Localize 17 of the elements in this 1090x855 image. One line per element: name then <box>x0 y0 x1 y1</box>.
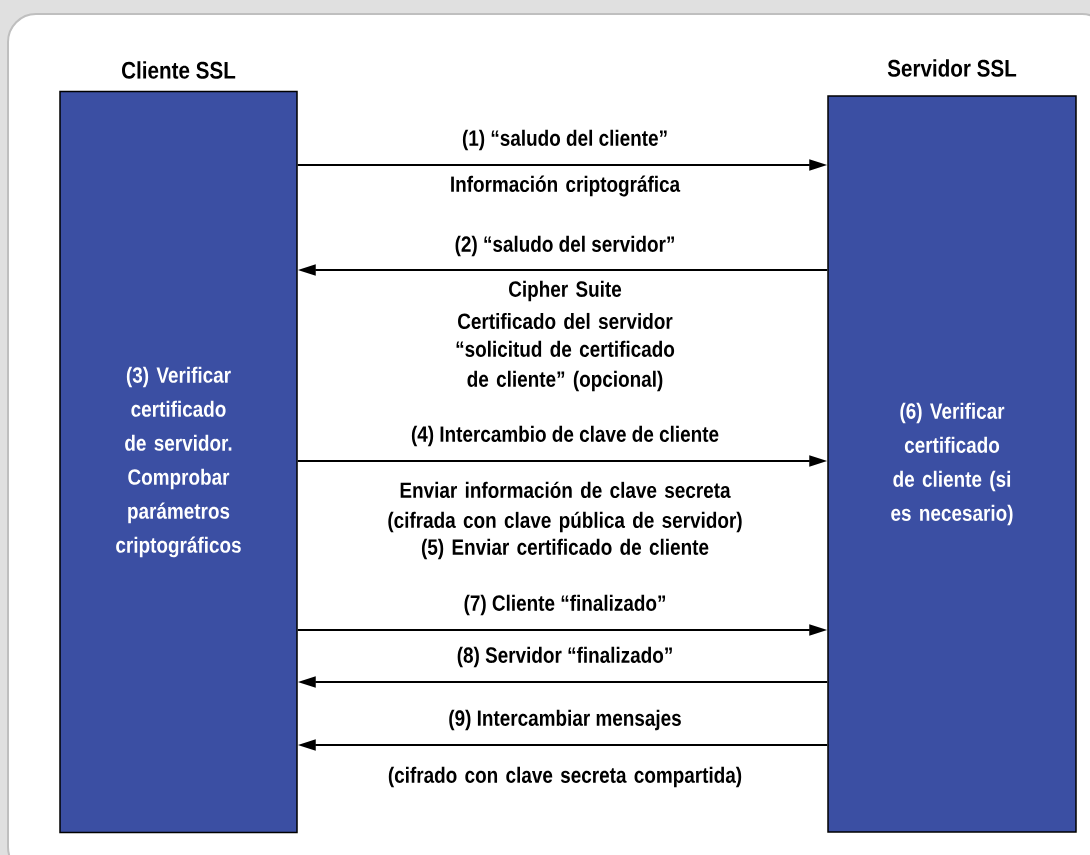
edge-label: (1) “saludo del cliente” <box>461 128 670 152</box>
edge-label: (7) Cliente “finalizado” <box>462 593 668 617</box>
message-text: Cipher Suite <box>509 280 622 302</box>
edge-label: (2) “saludo del servidor” <box>453 234 677 258</box>
process-box: (6) Verificar certificado de cliente (si es necesario) <box>827 95 1077 833</box>
process-box: (3) Verificar certificado de servidor. Comprobar parámetros criptográficos <box>59 90 298 834</box>
message-text: (cifrado con clave secreta compartida) <box>388 766 742 788</box>
column-heading: Servidor SSL <box>887 59 1017 77</box>
edge-label: (8) Servidor “finalizado” <box>455 645 675 669</box>
message-text: Información criptográfica <box>451 175 681 197</box>
column-heading: Cliente SSL <box>122 61 236 79</box>
message-text: “solicitud de certificado de cliente” (opcional) <box>456 340 675 392</box>
message-text: Enviar información de clave secreta (cifrada con clave pública de servidor) <box>388 481 742 533</box>
message-text: (5) Enviar certificado de cliente <box>421 538 709 560</box>
edge-label: (4) Intercambio de clave de cliente <box>409 424 721 448</box>
message-text: Certificado del servidor <box>458 312 673 330</box>
edge-label: (9) Intercambiar mensajes <box>447 708 683 732</box>
